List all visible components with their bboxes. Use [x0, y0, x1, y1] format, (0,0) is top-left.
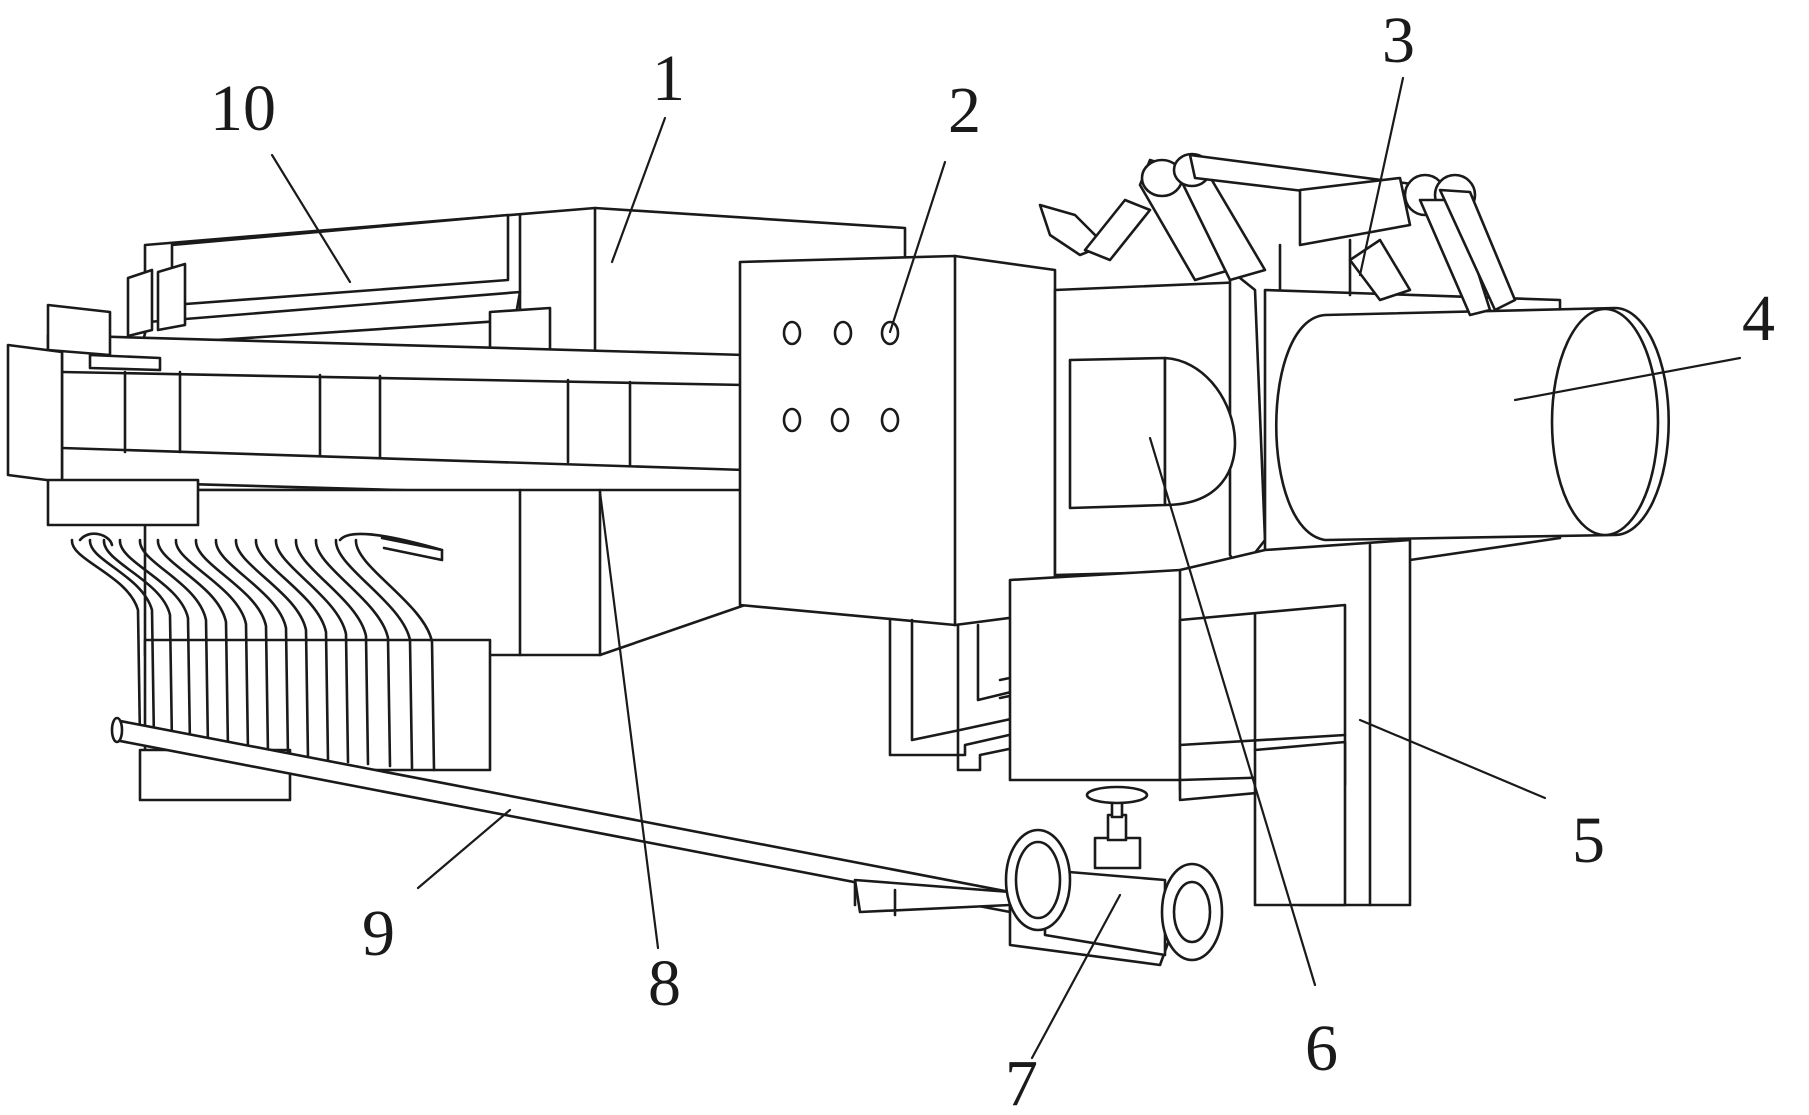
leader-4	[1513, 356, 1742, 402]
belt-drive	[1038, 152, 1517, 317]
lower-body	[46, 478, 747, 802]
collecting-pipe	[110, 716, 1012, 917]
label-6: 6	[1305, 1012, 1338, 1085]
label-2: 2	[948, 74, 981, 147]
leader-7	[1030, 893, 1122, 1060]
leader-5	[1358, 718, 1547, 800]
leader-3	[1358, 76, 1405, 277]
outlet-hoses	[70, 532, 444, 772]
label-3: 3	[1382, 4, 1415, 77]
label-4: 4	[1742, 282, 1775, 355]
leader-10	[270, 153, 352, 284]
label-9: 9	[362, 897, 395, 970]
valve	[1004, 785, 1224, 967]
label-5: 5	[1572, 804, 1605, 877]
leader-8	[598, 490, 660, 950]
label-8: 8	[648, 947, 681, 1020]
push-head	[1053, 268, 1267, 622]
label-1: 1	[652, 42, 685, 115]
motor	[1275, 306, 1670, 542]
leader-2	[888, 160, 947, 334]
label-10: 10	[210, 72, 276, 145]
leader-1	[610, 116, 667, 264]
label-7: 7	[1005, 1047, 1038, 1115]
leader-lines	[270, 76, 1742, 1060]
side-rail	[6, 303, 747, 502]
part-labels: 1 2 3 4 5 6 7 8 9 10	[210, 4, 1775, 1115]
leader-9	[416, 808, 512, 890]
leader-6	[1148, 436, 1317, 987]
